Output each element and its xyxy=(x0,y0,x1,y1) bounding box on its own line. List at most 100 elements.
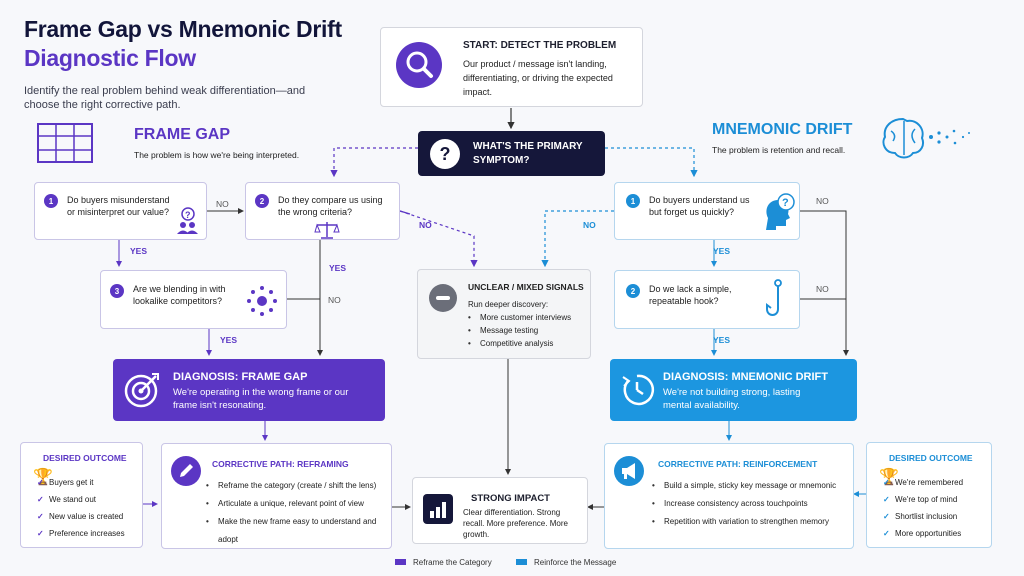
bullet: • xyxy=(206,517,209,526)
target-icon xyxy=(123,371,161,409)
corrective-list: • Reframe the category (create / shift th… xyxy=(206,477,390,549)
list-item: •Build a simple, sticky key message or m… xyxy=(652,477,852,495)
outcome-list: ✓ Buyers get it ✓ We stand out ✓ New value is… xyxy=(37,474,141,542)
list-item-text: Repetition with variation to strengthen … xyxy=(664,517,829,526)
list-item: ✓ Buyers get it xyxy=(37,474,141,491)
list-item-text: Reframe the category (create / shift the… xyxy=(218,481,377,490)
unclear-list: •More customer interviews•Message testin… xyxy=(468,311,588,350)
list-item-text: Buyers get it xyxy=(49,478,94,487)
diagnosis-frame-gap: DIAGNOSIS: FRAME GAP We're operating in … xyxy=(113,359,385,421)
list-item-text: Competitive analysis xyxy=(480,339,554,348)
start-box: START: DETECT THE PROBLEM Our product / … xyxy=(380,27,643,107)
list-item: •Reframe the category (create / shift th… xyxy=(206,477,390,495)
check-icon: ✓ xyxy=(37,512,44,521)
check-icon: ✓ xyxy=(37,478,44,487)
svg-text:?: ? xyxy=(185,210,191,220)
outcome-title: DESIRED OUTCOME xyxy=(889,453,973,463)
minus-icon xyxy=(429,284,457,312)
corrective-reframing: CORRECTIVE PATH: REFRAMING •Reframe the … xyxy=(161,443,392,549)
diagnosis-mnemonic-drift: DIAGNOSIS: MNEMONIC DRIFT We're not buil… xyxy=(610,359,857,421)
list-item-text: We stand out xyxy=(49,495,96,504)
legend-swatch-reinforce xyxy=(516,559,527,565)
list-item-text: Articulate a unique, relevant point of v… xyxy=(218,499,364,508)
outcome-list: ✓We're remembered ✓ We're top of mind ✓ Shor… xyxy=(883,474,991,542)
head-question-icon: ? xyxy=(762,192,796,232)
list-item: • Articulate a unique, relevant point of … xyxy=(206,495,390,513)
list-item: ✓More opportunities xyxy=(883,525,991,542)
list-item-text: Shortlist inclusion xyxy=(895,512,958,521)
corrective-reinforcement: CORRECTIVE PATH: REINFORCEMENT •Build a … xyxy=(604,443,854,549)
bullet: • xyxy=(206,499,209,508)
scales-icon xyxy=(314,221,340,239)
page-subtitle: Identify the real problem behind weak di… xyxy=(24,85,306,111)
start-text: Our product / message isn't landing, dif… xyxy=(463,59,613,97)
check-icon: ✓ xyxy=(37,529,44,538)
question-text: Do buyers misunderstand or misinterpret … xyxy=(67,195,170,217)
list-item: •Message testing xyxy=(468,324,588,337)
hook-icon xyxy=(765,279,785,319)
frame-grid-icon xyxy=(36,122,94,164)
step-number: 2 xyxy=(626,284,640,298)
unclear-title: UNCLEAR / MIXED SIGNALS xyxy=(468,282,584,292)
list-item: •Competitive analysis xyxy=(468,337,588,350)
list-item-text: Preference increases xyxy=(49,529,125,538)
outcome-title: DESIRED OUTCOME xyxy=(43,453,127,463)
question-text: Are we blending in with lookalike compet… xyxy=(133,284,226,306)
impact-title: STRONG IMPACT xyxy=(471,493,550,504)
check-icon: ✓ xyxy=(37,495,44,504)
question-text: Do they compare us using the wrong crite… xyxy=(278,195,383,217)
cluster-icon xyxy=(246,285,278,317)
frame-gap-subtitle: The problem is how we're being interpret… xyxy=(134,150,300,160)
list-item-text: New value is created xyxy=(49,512,124,521)
no-label: NO xyxy=(816,284,829,294)
list-item: ✓ New value is created xyxy=(37,508,141,525)
megaphone-icon xyxy=(614,456,644,486)
diagnosis-text: We're not building strong, lasting menta… xyxy=(663,387,801,411)
legend-swatch-reframe xyxy=(395,559,406,565)
no-label: NO xyxy=(816,196,829,206)
check-icon: ✓ xyxy=(883,512,890,521)
page-title-secondary: Diagnostic Flow xyxy=(24,45,196,71)
step-number: 1 xyxy=(626,194,640,208)
yes-label: YES xyxy=(220,335,238,345)
trophy-icon: 🏆 xyxy=(33,469,53,486)
frame-gap-question-1: 1 Do buyers misunderstand or misinterpre… xyxy=(34,182,207,240)
list-item: ✓ We stand out xyxy=(37,491,141,508)
no-label: NO xyxy=(328,295,341,305)
search-icon xyxy=(396,42,442,88)
yes-label: YES xyxy=(329,263,347,273)
question-icon: ? xyxy=(430,139,460,169)
diagnosis-title: DIAGNOSIS: FRAME GAP xyxy=(173,371,308,383)
impact-text: Clear differentiation. Strong recall. Mo… xyxy=(463,508,568,539)
bullet: • xyxy=(468,313,471,322)
mnemonic-question-1: 1 Do buyers understand us but forget us … xyxy=(614,182,800,240)
frame-gap-question-2: 2 Do they compare us using the wrong cri… xyxy=(245,182,400,240)
mnemonic-drift-subtitle: The problem is retention and recall. xyxy=(712,145,846,155)
list-item-text: Make the new frame easy to understand an… xyxy=(218,517,377,544)
yes-label: YES xyxy=(130,246,148,256)
question-text: Do we lack a simple, repeatable hook? xyxy=(649,284,732,306)
list-item: ✓ Shortlist inclusion xyxy=(883,508,991,525)
step-number: 2 xyxy=(255,194,269,208)
list-item: ✓We're remembered xyxy=(883,474,991,491)
list-item: •More customer interviews xyxy=(468,311,588,324)
frame-gap-outcome: DESIRED OUTCOME 🏆 ✓ Buyers get it ✓ We stan… xyxy=(20,442,143,548)
check-icon: ✓ xyxy=(883,529,890,538)
list-item: •Increase consistency across touchpoints xyxy=(652,495,852,513)
mnemonic-drift-title: MNEMONIC DRIFT xyxy=(712,121,853,138)
list-item-text: Build a simple, sticky key message or mn… xyxy=(664,481,837,490)
yes-label: YES xyxy=(713,335,731,345)
yes-label: YES xyxy=(713,246,731,256)
list-item: ✓ Preference increases xyxy=(37,525,141,542)
legend-reinforce: Reinforce the Message xyxy=(534,558,617,567)
primary-symptom-text: WHAT'S THE PRIMARY SYMPTOM? xyxy=(473,141,583,166)
list-item: •Repetition with variation to strengthen… xyxy=(652,513,852,531)
list-item-text: We're top of mind xyxy=(895,495,958,504)
frame-gap-title: FRAME GAP xyxy=(134,126,230,143)
question-text: Do buyers understand us but forget us qu… xyxy=(649,195,750,217)
corrective-title: CORRECTIVE PATH: REINFORCEMENT xyxy=(658,459,818,469)
no-label: NO xyxy=(419,220,432,230)
no-label: NO xyxy=(216,199,229,209)
legend-reframe: Reframe the Category xyxy=(413,558,492,567)
